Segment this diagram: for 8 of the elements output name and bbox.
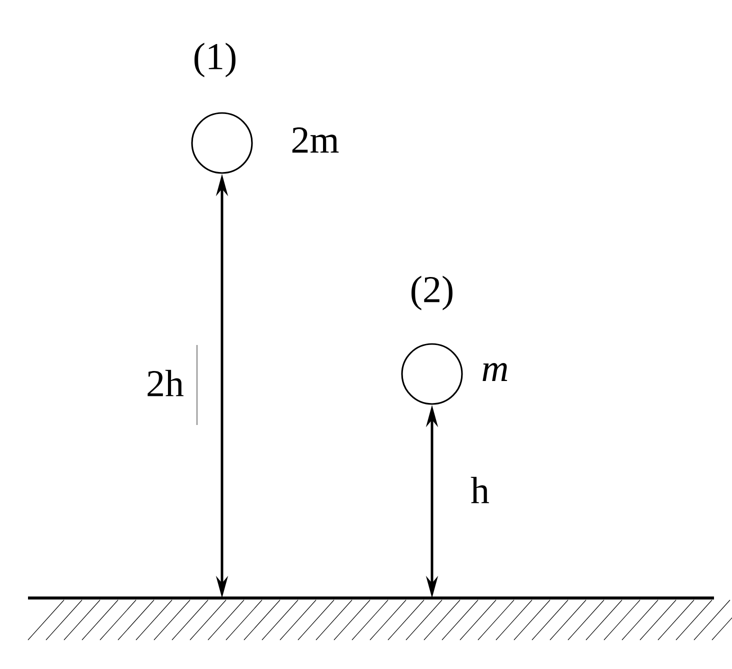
ball-number: (2) [412, 276, 452, 310]
height-label: h [470, 476, 489, 504]
ball [401, 343, 463, 405]
mass-label: m [482, 363, 508, 381]
height-label: 2h [148, 370, 184, 396]
ball-number: (1) [194, 42, 236, 78]
ball [191, 112, 253, 174]
mass-label: 2m [292, 127, 339, 153]
